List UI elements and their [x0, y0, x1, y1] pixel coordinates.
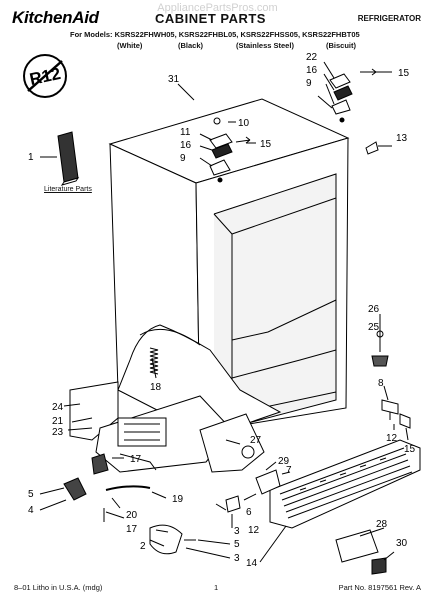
callout-9a: 9 — [180, 153, 186, 164]
callout-17b: 17 — [126, 524, 138, 535]
literature-caption: Literature Parts — [44, 186, 92, 193]
callout-13: 13 — [396, 133, 408, 144]
right-bracket — [381, 399, 411, 429]
callout-21: 21 — [52, 416, 64, 427]
callout-8: 8 — [378, 378, 384, 389]
callout-16a: 16 — [180, 140, 192, 151]
callout-16b: 16 — [306, 65, 318, 76]
callout-27: 27 — [250, 435, 262, 446]
variant-biscuit: (Biscuit) — [326, 41, 356, 50]
callout-3b: 3 — [234, 553, 240, 564]
toe-grille — [269, 439, 421, 529]
brand-logo: KitchenAid — [12, 8, 99, 27]
callout-17a: 17 — [130, 454, 142, 465]
callout-31: 31 — [168, 74, 180, 85]
callout-20: 20 — [126, 510, 138, 521]
page-title: CABINET PARTS — [155, 11, 266, 26]
footer-litho: 8–01 Litho in U.S.A. (mdg) — [14, 583, 103, 592]
r12-badge: R12 — [23, 54, 67, 98]
callout-12b: 12 — [248, 525, 260, 536]
callout-15a: 15 — [398, 68, 410, 79]
footer-part-number: Part No. 8197561 Rev. A — [338, 583, 421, 592]
callout-30: 30 — [396, 538, 408, 549]
category-label: REFRIGERATOR — [357, 14, 421, 23]
literature-booklet — [57, 131, 80, 186]
callout-1: 1 — [28, 152, 34, 163]
callout-6: 6 — [246, 507, 252, 518]
callout-2: 2 — [140, 541, 146, 552]
callout-28: 28 — [376, 519, 388, 530]
callout-5b: 5 — [234, 539, 240, 550]
footer-page-number: 1 — [214, 583, 219, 592]
callout-5a: 5 — [28, 489, 34, 500]
callout-24: 24 — [52, 402, 64, 413]
callout-4: 4 — [28, 505, 34, 516]
upper-hinge-parts — [209, 68, 379, 183]
callout-7: 7 — [286, 465, 292, 476]
callout-11: 11 — [180, 127, 191, 138]
models-line: For Models: KSRS22FHWH05, KSRS22FHBL05, … — [70, 30, 360, 39]
variant-stainless: (Stainless Steel) — [236, 41, 294, 50]
callout-25: 25 — [368, 322, 380, 333]
callout-15b: 15 — [260, 139, 272, 150]
callout-15c: 15 — [404, 444, 416, 455]
callout-22: 22 — [306, 52, 318, 63]
variant-black: (Black) — [178, 41, 204, 50]
callout-29: 29 — [278, 456, 290, 467]
machine-compartment — [69, 381, 265, 473]
callout-3a: 3 — [234, 526, 240, 537]
lower-parts — [63, 453, 387, 575]
callout-10: 10 — [238, 118, 250, 129]
callout-19: 19 — [172, 494, 184, 505]
variant-white: (White) — [117, 41, 143, 50]
callout-14: 14 — [246, 558, 258, 569]
callout-23: 23 — [52, 427, 64, 438]
callout-18: 18 — [150, 382, 162, 393]
callout-9b: 9 — [306, 78, 312, 89]
callout-labels: 1 2 3 3 4 5 5 6 7 8 9 9 10 11 12 12 13 1… — [28, 52, 416, 569]
leader-lines — [39, 61, 409, 563]
callout-12a: 12 — [386, 433, 398, 444]
callout-26: 26 — [368, 304, 380, 315]
cabinet-body — [108, 98, 350, 433]
